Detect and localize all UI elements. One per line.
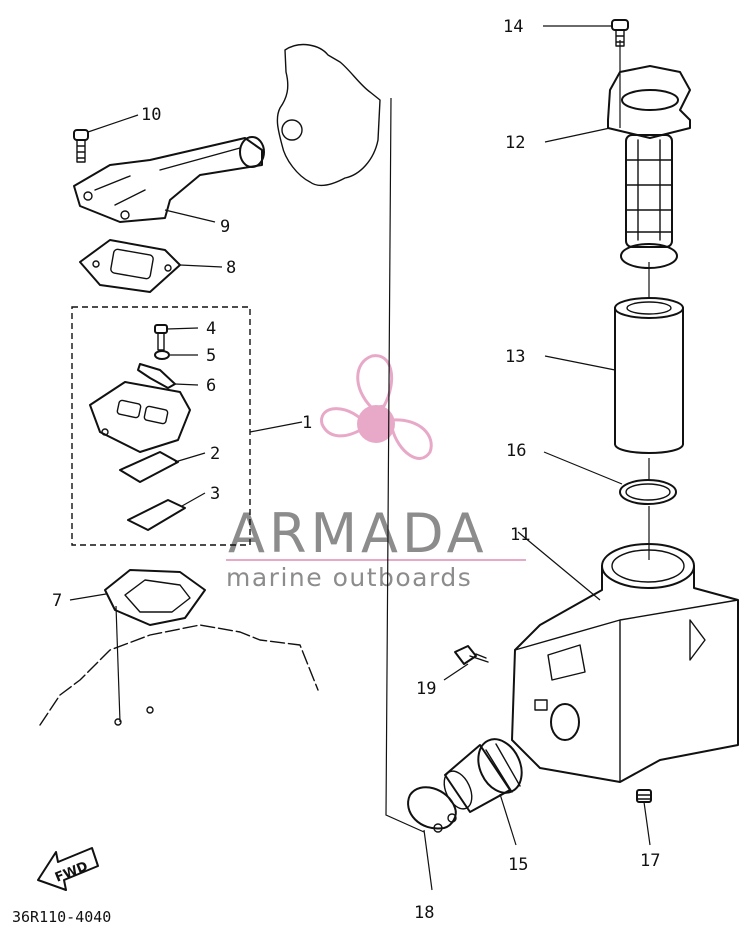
callout-19: 19 — [416, 679, 436, 699]
callout-15: 15 — [508, 855, 528, 875]
callout-5: 5 — [206, 346, 216, 366]
armada-watermark: ARMADA marine outboards — [226, 354, 526, 592]
part-16-o-ring — [619, 479, 677, 505]
part-13-filter-element — [614, 297, 684, 454]
crankcase-outline — [39, 624, 319, 726]
callout-16: 16 — [506, 441, 526, 461]
propeller-logo-icon — [320, 354, 433, 460]
part-3-reed — [127, 499, 186, 531]
part-2-reed — [119, 451, 179, 483]
cylinder-gasket-outline — [276, 43, 381, 187]
part-17-drain-plug — [636, 789, 652, 803]
reed-valve-assembly-box — [71, 306, 251, 546]
part-6-valve-stopper — [137, 363, 176, 389]
diagram-code: 36R110-4040 — [12, 908, 111, 926]
callout-11: 11 — [510, 525, 530, 545]
part-12-filter-cage — [607, 65, 691, 269]
callout-2: 2 — [210, 444, 220, 464]
part-11-oil-tank — [511, 543, 739, 783]
callout-3: 3 — [210, 484, 220, 504]
callout-1: 1 — [302, 413, 312, 433]
gasket-bolt-hole — [281, 119, 303, 141]
part-9-intake-manifold — [73, 136, 265, 223]
filter-alignment-lines — [619, 40, 650, 560]
callout-4: 4 — [206, 319, 216, 339]
callout-8: 8 — [226, 258, 236, 278]
fwd-label: FWD — [53, 859, 90, 886]
callout-10: 10 — [141, 105, 161, 125]
callout-leader-lines — [69, 25, 651, 891]
part-7-gasket — [104, 569, 206, 626]
center-alignment-line — [385, 97, 425, 833]
callout-9: 9 — [220, 217, 230, 237]
callout-14: 14 — [503, 17, 523, 37]
callout-13: 13 — [505, 347, 525, 367]
fwd-arrow: FWD — [37, 847, 99, 891]
watermark-subtitle: marine outboards — [226, 563, 472, 592]
callout-7: 7 — [52, 591, 62, 611]
part-18-circlip — [407, 786, 457, 833]
callout-18: 18 — [414, 903, 434, 923]
callout-17: 17 — [640, 851, 660, 871]
part-10-screw — [73, 129, 89, 163]
callout-12: 12 — [505, 133, 525, 153]
part-8-gasket — [79, 239, 181, 293]
part-1-reed-valve-body — [89, 381, 191, 453]
part-4-screw — [154, 324, 168, 351]
part-5-washer — [154, 350, 170, 360]
callout-6: 6 — [206, 376, 216, 396]
watermark-title: ARMADA — [228, 502, 488, 565]
part-19-plug — [454, 645, 489, 665]
